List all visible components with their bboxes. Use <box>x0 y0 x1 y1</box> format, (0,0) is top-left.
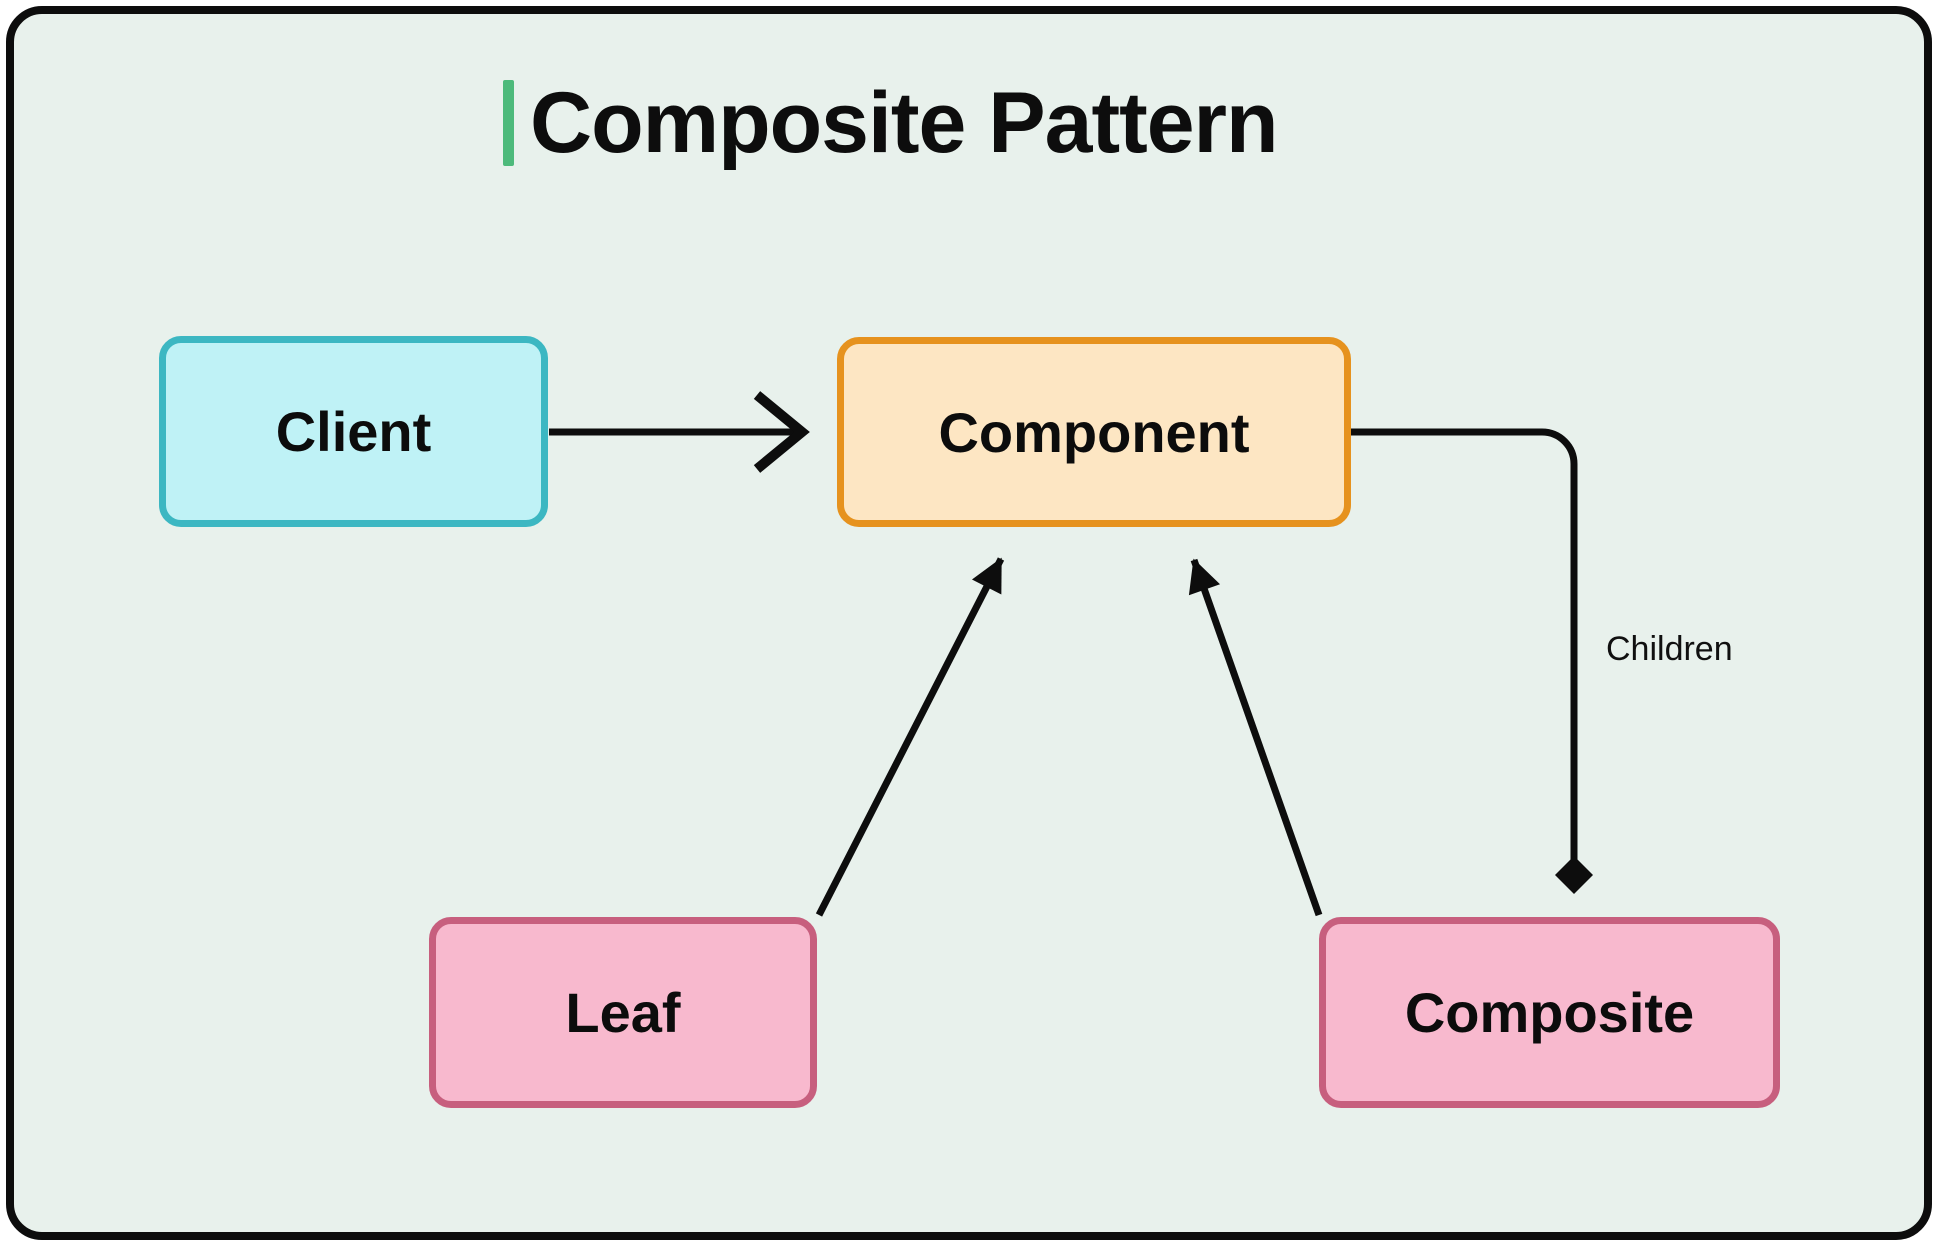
node-leaf-label: Leaf <box>565 981 681 1044</box>
diagram-title: Composite Pattern <box>530 75 1279 171</box>
open-arrowhead-icon <box>753 391 810 473</box>
node-component: Component <box>837 337 1351 527</box>
node-client-label: Client <box>275 400 432 463</box>
node-composite-label: Composite <box>1404 981 1695 1044</box>
arrow-composite-to-component <box>1188 558 1323 917</box>
diagram-canvas: Composite Pattern <box>6 6 1932 1240</box>
diagram-title-row: Composite Pattern <box>503 75 1279 171</box>
children-edge-label: Children <box>1606 630 1733 668</box>
arrow-client-to-component <box>549 391 810 473</box>
node-client: Client <box>159 336 548 527</box>
connector-component-children-to-composite <box>1351 428 1593 894</box>
arrow-leaf-to-component <box>815 557 1005 917</box>
title-accent-bar-icon <box>503 80 514 167</box>
node-leaf: Leaf <box>429 917 817 1108</box>
node-composite: Composite <box>1319 917 1780 1108</box>
node-component-label: Component <box>938 400 1250 464</box>
